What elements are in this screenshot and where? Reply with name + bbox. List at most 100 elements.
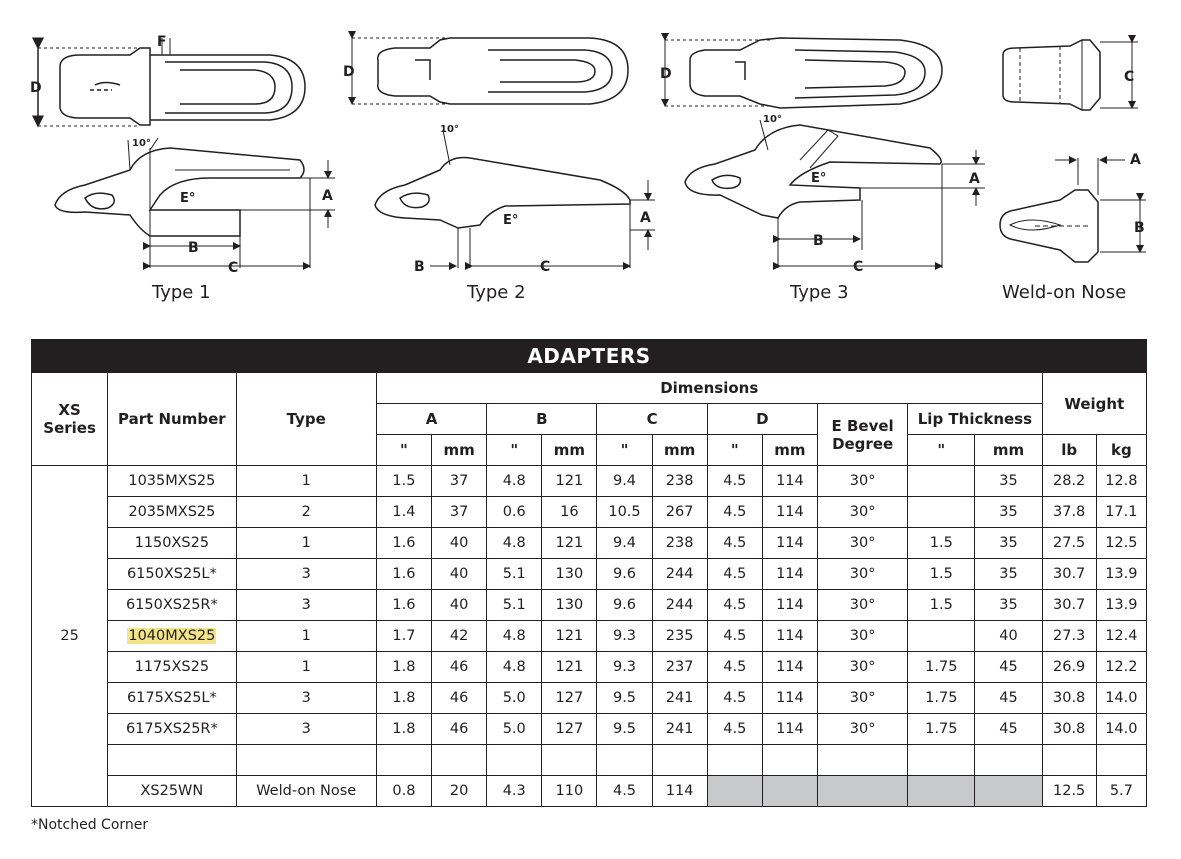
cell-d-mm: 114 xyxy=(761,558,819,590)
weld-cell-kg: 5.7 xyxy=(1095,775,1148,807)
cell-d-in: 4.5 xyxy=(706,496,763,528)
type2-label-angle: 10° xyxy=(440,124,459,135)
empty-cell xyxy=(1041,744,1097,776)
part-number-text: 6175XS25R* xyxy=(125,721,218,737)
type-cell: 1 xyxy=(235,620,377,652)
header-dimensions: Dimensions xyxy=(375,372,1043,404)
type1-label-a: A xyxy=(322,188,333,204)
type2-label-b: B xyxy=(414,259,425,275)
cell-lb: 37.8 xyxy=(1041,496,1097,528)
weld-cell-a-in: 0.8 xyxy=(375,775,433,807)
type-cell: 1 xyxy=(235,651,377,683)
header-part-number: Part Number xyxy=(107,372,237,466)
type1-label-c: C xyxy=(228,260,238,276)
part-number-text: 6150XS25L* xyxy=(126,566,217,582)
empty-cell xyxy=(235,744,377,776)
empty-cell xyxy=(907,744,976,776)
unit-kg: kg xyxy=(1095,434,1148,466)
type3-label-angle: 10° xyxy=(763,114,782,125)
cell-c-mm: 238 xyxy=(651,465,708,497)
type-cell: 3 xyxy=(235,682,377,714)
cell-kg: 13.9 xyxy=(1095,558,1148,590)
cell-d-in: 4.5 xyxy=(706,713,763,745)
unit-mm: mm xyxy=(651,434,708,466)
cell-kg: 12.4 xyxy=(1095,620,1148,652)
type-cell: 1 xyxy=(235,527,377,559)
part-number-cell: 1150XS25 xyxy=(107,527,237,559)
adapters-table: ADAPTERS XS Series Part Number Type Dime… xyxy=(30,339,1148,807)
cell-b-in: 0.6 xyxy=(486,496,543,528)
header-c: C xyxy=(596,403,708,435)
cell-c-mm: 235 xyxy=(651,620,708,652)
cell-d-in: 4.5 xyxy=(706,620,763,652)
caption-type1: Type 1 xyxy=(152,282,211,303)
cell-d-mm: 114 xyxy=(761,682,819,714)
cell-lb: 30.8 xyxy=(1041,713,1097,745)
cell-c-in: 9.3 xyxy=(596,651,653,683)
shaded-cell xyxy=(816,775,909,807)
cell-c-in: 9.3 xyxy=(596,620,653,652)
type2-label-e: E° xyxy=(503,213,518,228)
type-cell: 3 xyxy=(235,589,377,621)
cell-c-in: 9.5 xyxy=(596,682,653,714)
cell-a-in: 1.8 xyxy=(375,713,433,745)
cell-a-in: 1.6 xyxy=(375,527,433,559)
cell-b-in: 4.8 xyxy=(486,651,543,683)
cell-lip-mm: 45 xyxy=(974,713,1043,745)
cell-c-mm: 238 xyxy=(651,527,708,559)
empty-cell xyxy=(706,744,763,776)
empty-cell xyxy=(107,744,237,776)
empty-cell xyxy=(1095,744,1148,776)
drawings-svg: D F 10° E° A B C D 10° E° A B C D 10° E°… xyxy=(30,31,1146,276)
type3-label-b: B xyxy=(813,233,824,249)
weld-cell-part: XS25WN xyxy=(107,775,237,807)
part-number-text: 1040MXS25 xyxy=(127,628,217,644)
cell-a-mm: 46 xyxy=(431,713,488,745)
cell-b-in: 4.8 xyxy=(486,465,543,497)
cell-kg: 12.5 xyxy=(1095,527,1148,559)
empty-cell xyxy=(431,744,488,776)
type3-side-view xyxy=(684,119,985,270)
cell-d-in: 4.5 xyxy=(706,651,763,683)
cell-kg: 12.8 xyxy=(1095,465,1148,497)
series-cell: 25 xyxy=(30,465,109,807)
type1-top-view xyxy=(32,37,306,128)
shaded-cell xyxy=(761,775,819,807)
cell-d-in: 4.5 xyxy=(706,558,763,590)
cell-e: 30° xyxy=(816,465,909,497)
caption-type3: Type 3 xyxy=(790,282,849,303)
cell-lip-mm: 40 xyxy=(974,620,1043,652)
cell-lip-in: 1.75 xyxy=(907,713,976,745)
cell-d-mm: 114 xyxy=(761,713,819,745)
cell-lip-mm: 35 xyxy=(974,558,1043,590)
cell-d-mm: 114 xyxy=(761,589,819,621)
header-e-bevel: E Bevel Degree xyxy=(816,403,909,466)
header-b: B xyxy=(486,403,598,435)
cell-c-mm: 241 xyxy=(651,682,708,714)
type3-label-c: C xyxy=(853,259,863,275)
cell-d-in: 4.5 xyxy=(706,589,763,621)
cell-a-mm: 37 xyxy=(431,465,488,497)
part-number-cell: 6175XS25L* xyxy=(107,682,237,714)
cell-e: 30° xyxy=(816,496,909,528)
cell-lb: 27.5 xyxy=(1041,527,1097,559)
cell-a-in: 1.6 xyxy=(375,589,433,621)
empty-cell xyxy=(974,744,1043,776)
cell-c-mm: 241 xyxy=(651,713,708,745)
part-number-cell: 1175XS25 xyxy=(107,651,237,683)
cell-a-in: 1.6 xyxy=(375,558,433,590)
nose-label-c: C xyxy=(1124,69,1134,85)
cell-b-in: 5.0 xyxy=(486,682,543,714)
cell-a-mm: 40 xyxy=(431,558,488,590)
cell-kg: 14.0 xyxy=(1095,682,1148,714)
type1-label-b: B xyxy=(188,240,199,256)
cell-kg: 12.2 xyxy=(1095,651,1148,683)
header-lip-thickness: Lip Thickness xyxy=(907,403,1043,435)
cell-c-mm: 244 xyxy=(651,589,708,621)
weld-cell-c-in: 4.5 xyxy=(596,775,653,807)
type-cell: 1 xyxy=(235,465,377,497)
